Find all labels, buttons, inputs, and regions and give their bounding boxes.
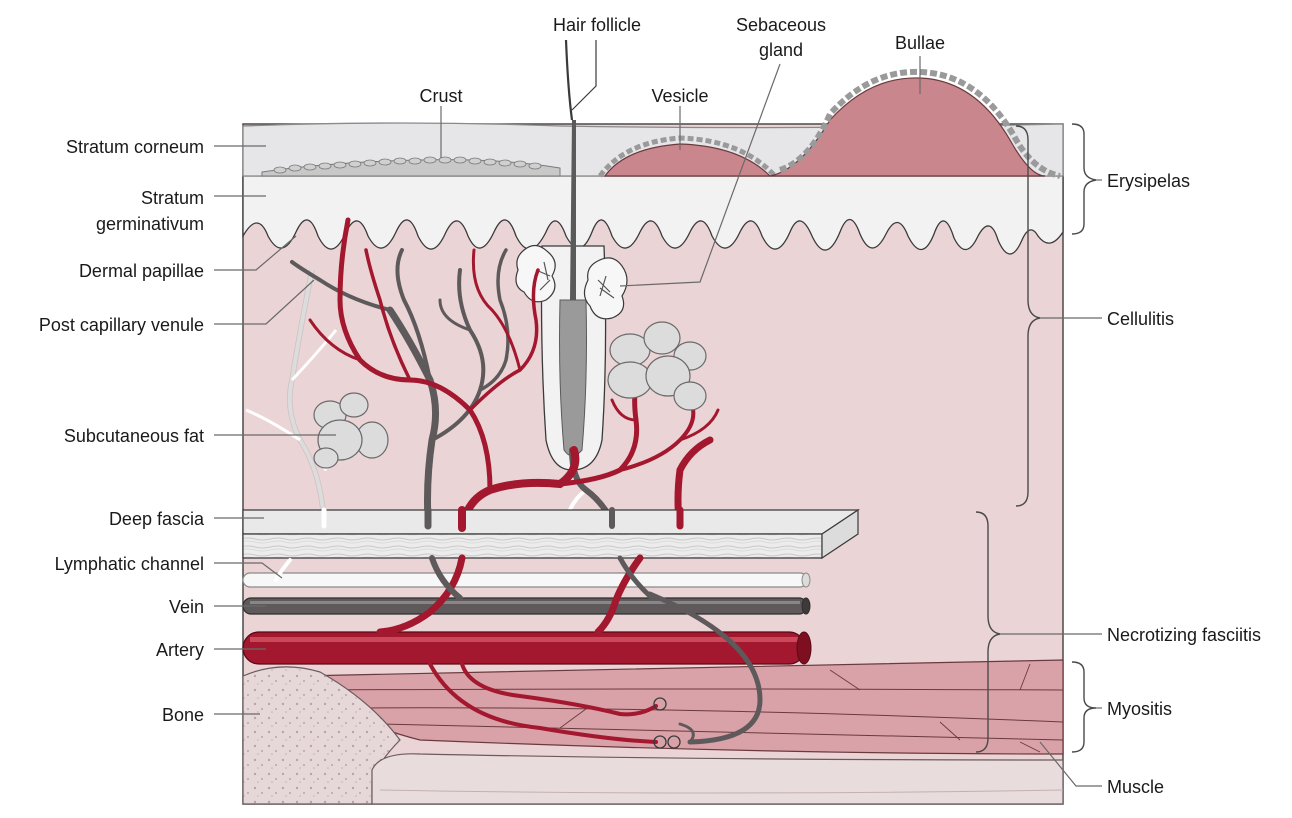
label-cellulitis: Cellulitis bbox=[1107, 309, 1174, 329]
label-dermal-papillae: Dermal papillae bbox=[79, 261, 204, 281]
label-myositis: Myositis bbox=[1107, 699, 1172, 719]
label-erysipelas: Erysipelas bbox=[1107, 171, 1190, 191]
deep-fascia bbox=[243, 510, 858, 558]
label-post-capillary-venule: Post capillary venule bbox=[39, 315, 204, 335]
label-sebaceous-gland-line1: Sebaceous bbox=[736, 15, 826, 35]
label-vesicle: Vesicle bbox=[651, 86, 708, 106]
label-hair-follicle: Hair follicle bbox=[553, 15, 641, 35]
label-vein: Vein bbox=[169, 597, 204, 617]
label-subcutaneous-fat: Subcutaneous fat bbox=[64, 426, 204, 446]
label-stratum-germinativum-line2: germinativum bbox=[96, 214, 204, 234]
label-bone: Bone bbox=[162, 705, 204, 725]
label-crust: Crust bbox=[419, 86, 462, 106]
label-necrotizing-fasciitis: Necrotizing fasciitis bbox=[1107, 625, 1261, 645]
label-artery: Artery bbox=[156, 640, 204, 660]
bone-shaft bbox=[372, 754, 1063, 804]
label-bullae: Bullae bbox=[895, 33, 945, 53]
lymphatic-channel bbox=[243, 573, 810, 587]
label-stratum-germinativum-line1: Stratum bbox=[141, 188, 204, 208]
label-deep-fascia: Deep fascia bbox=[109, 509, 205, 529]
label-stratum-corneum: Stratum corneum bbox=[66, 137, 204, 157]
label-sebaceous-gland-line2: gland bbox=[759, 40, 803, 60]
label-muscle: Muscle bbox=[1107, 777, 1164, 797]
vein-channel bbox=[243, 598, 810, 614]
label-lymphatic-channel: Lymphatic channel bbox=[55, 554, 204, 574]
